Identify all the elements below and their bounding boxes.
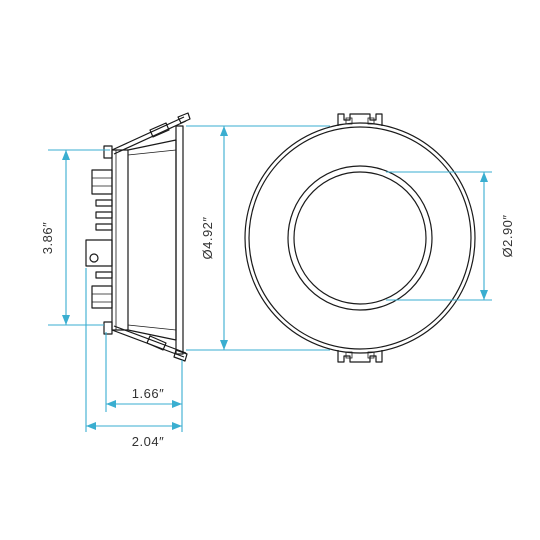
dimension-height: 3.86″	[40, 149, 110, 326]
side-clip-bottom	[103, 321, 188, 362]
lens-outer-ring	[287, 165, 433, 311]
total-depth-label: 2.04″	[132, 434, 164, 449]
dimension-outer-diameter: Ø4.92″	[186, 125, 330, 351]
dimension-total-depth: 2.04″	[85, 268, 183, 449]
dimension-inner-diameter: Ø2.90″	[386, 171, 515, 301]
height-label: 3.86″	[40, 222, 55, 254]
outer-trim-ring	[244, 122, 476, 354]
side-trim-flange	[175, 125, 184, 355]
side-housing-edge-top	[127, 149, 177, 156]
side-housing-edge-bottom	[127, 324, 177, 331]
side-fins	[85, 169, 113, 309]
side-driver-body	[111, 149, 128, 331]
side-housing	[127, 139, 177, 341]
outer-diameter-label: Ø4.92″	[200, 216, 215, 259]
dimension-body-depth: 1.66″	[105, 332, 183, 412]
outer-trim-ring-inner-edge	[248, 126, 472, 350]
front-view	[244, 113, 476, 363]
lens-inner-ring	[293, 171, 427, 305]
body-depth-label: 1.66″	[132, 386, 164, 401]
inner-diameter-label: Ø2.90″	[500, 214, 515, 257]
side-clip-top	[103, 112, 191, 159]
side-view	[85, 112, 191, 362]
